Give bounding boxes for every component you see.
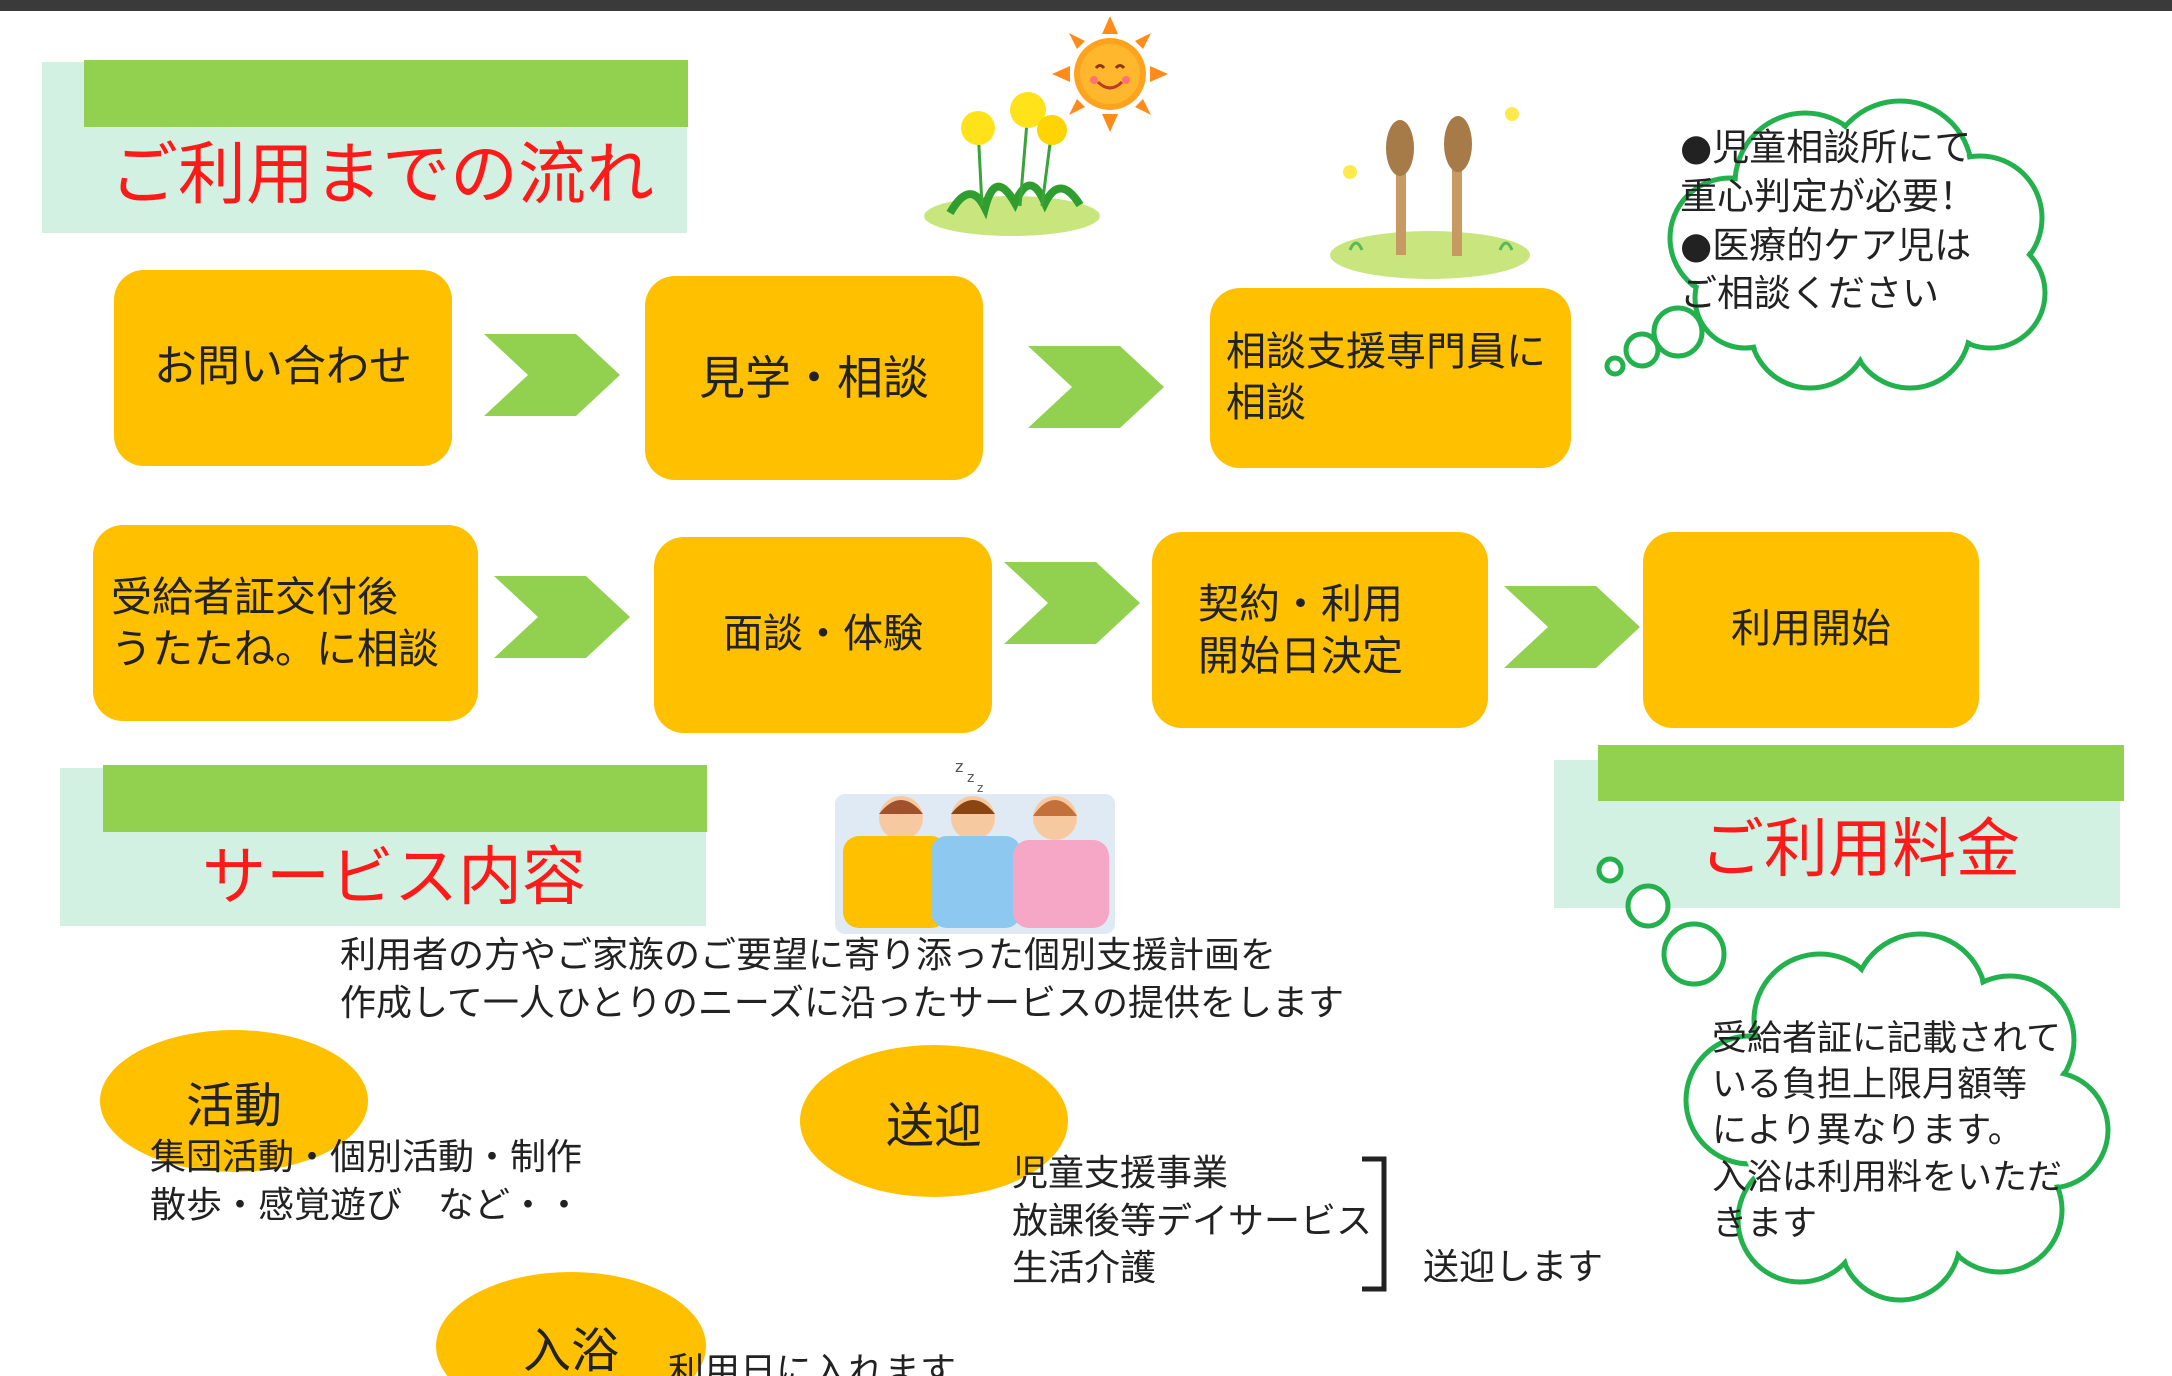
service-intro: 利用者の方やご家族のご要望に寄り添った個別支援計画を 作成して一人ひとりのニーズ… xyxy=(340,935,1345,1024)
service-section-title: サービス内容 xyxy=(202,841,586,915)
flow-step-certificate: 受給者証交付後 うたたね。に相談 xyxy=(93,525,478,721)
flow-step-consultant: 相談支援専門員に 相談 xyxy=(1210,288,1571,468)
flow-step-visit: 見学・相談 xyxy=(645,276,983,480)
fee-section-title: ご利用料金 xyxy=(1700,813,2020,887)
flow-arrow-5 xyxy=(1504,586,1640,668)
svg-text:z: z xyxy=(967,770,974,786)
bath-label: 入浴 xyxy=(436,1272,706,1376)
svg-text:z: z xyxy=(955,757,963,776)
flow-step-contract: 契約・利用 開始日決定 xyxy=(1152,532,1488,728)
flow-step-interview: 面談・体験 xyxy=(654,537,992,733)
flow-step-start: 利用開始 xyxy=(1643,532,1979,728)
fee-section-header-strip xyxy=(1598,745,2124,801)
svg-text:z: z xyxy=(977,781,983,795)
sun-illustration xyxy=(1052,16,1168,132)
flow-section-title: ご利用までの流れ xyxy=(110,136,655,215)
transport-bracket xyxy=(1362,1156,1387,1292)
bath-text: 利用日に入れます xyxy=(668,1351,957,1376)
transport-text: 送迎します xyxy=(1423,1247,1604,1288)
flow-arrow-3 xyxy=(494,576,630,658)
activity-label: 活動 xyxy=(100,1030,368,1172)
note-cloud-text: ●児童相談所にて 重心判定が必要！ ●医療的ケア児は ご相談ください xyxy=(1680,126,1976,316)
flow-section-header-strip xyxy=(84,60,688,127)
note-cloud-shape xyxy=(1604,98,2048,391)
top-bar xyxy=(0,0,2172,11)
transport-label: 送迎 xyxy=(800,1045,1068,1197)
flow-arrow-2 xyxy=(1028,346,1164,428)
flow-arrow-4 xyxy=(1004,562,1140,644)
service-section-header-strip xyxy=(103,765,707,832)
flow-step-inquiry: お問い合わせ xyxy=(114,270,452,466)
fee-cloud-shape xyxy=(1596,856,2111,1303)
sleeping-children-illustration: z z z xyxy=(835,757,1115,934)
horsetail-illustration xyxy=(1330,107,1530,279)
transport-list: 児童支援事業 放課後等デイサービス 生活介護 xyxy=(1012,1153,1373,1290)
fee-cloud-text: 受給者証に記載されて いる負担上限月額等 により異なります。 入浴は利用料をいた… xyxy=(1712,1019,2063,1244)
activity-text: 集団活動・個別活動・制作 散歩・感覚遊び など・・ xyxy=(150,1137,583,1226)
flow-arrow-1 xyxy=(484,334,620,416)
dandelion-illustration xyxy=(924,92,1100,236)
